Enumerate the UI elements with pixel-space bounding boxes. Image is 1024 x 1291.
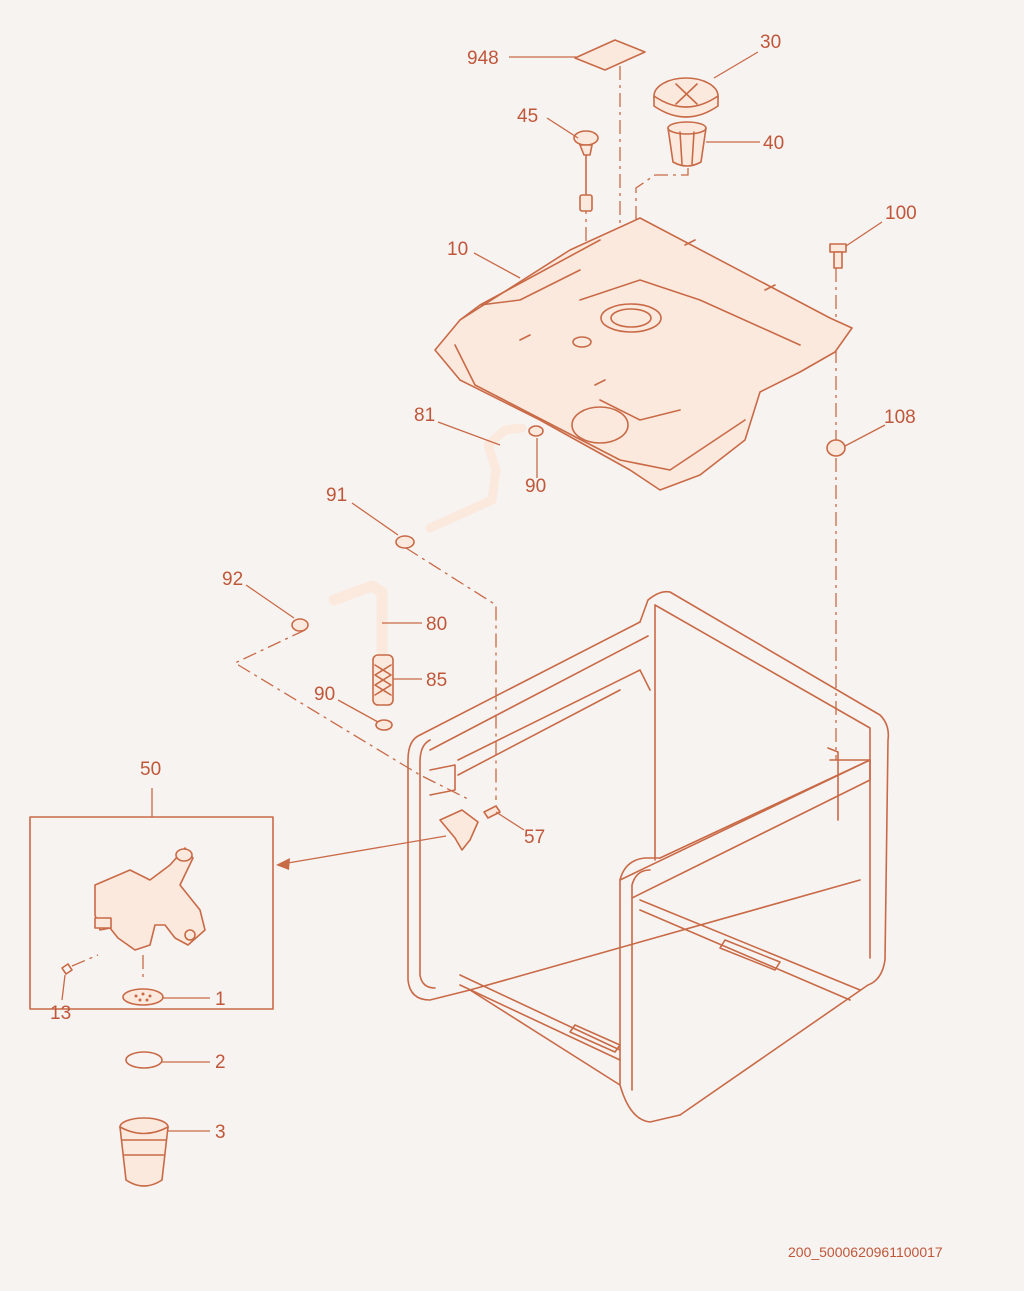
callout-85: 85 [426, 670, 447, 691]
fuel-valve-inset [29, 816, 447, 1010]
callout-57: 57 [524, 827, 545, 848]
callout-2: 2 [215, 1052, 226, 1073]
callout-81: 81 [414, 405, 435, 426]
bolt-100 [829, 243, 847, 269]
fuel-strainer-40 [667, 121, 707, 167]
callout-948: 948 [467, 48, 499, 69]
callout-90-lower: 90 [314, 684, 335, 705]
callout-10: 10 [447, 239, 468, 260]
hose-81 [425, 423, 527, 533]
callout-108: 108 [884, 407, 916, 428]
callout-1: 1 [215, 989, 226, 1010]
fuel-tank [434, 217, 853, 491]
callout-92: 92 [222, 569, 243, 590]
callout-30: 30 [760, 32, 781, 53]
hose-80 [328, 580, 388, 656]
o-ring-2 [125, 1051, 163, 1069]
rubber-mount-108 [826, 439, 846, 457]
frame [407, 590, 890, 1123]
fuel-valve-small [439, 809, 479, 851]
screw-57 [483, 805, 501, 819]
hose-sleeve-85 [372, 654, 394, 706]
callout-labels: 948 30 45 40 100 10 108 81 90 91 92 80 8… [50, 32, 917, 1143]
callout-40: 40 [763, 133, 784, 154]
callout-91: 91 [326, 485, 347, 506]
drawing-code: 200_5000620961100017 [788, 1244, 943, 1260]
callout-3: 3 [215, 1122, 226, 1143]
leader-lines [61, 51, 886, 1132]
callout-100: 100 [885, 203, 917, 224]
callout-90-upper: 90 [525, 476, 546, 497]
fuel-gauge-45 [573, 130, 599, 212]
callout-80: 80 [426, 614, 447, 635]
sediment-cup-3 [119, 1117, 169, 1187]
label-plate-948 [574, 39, 646, 71]
callout-45: 45 [517, 106, 538, 127]
callout-13: 13 [50, 1003, 71, 1024]
callout-50: 50 [140, 759, 161, 780]
hose-clamps [291, 425, 544, 731]
fuel-cap-30 [653, 77, 719, 118]
assembly-lines [233, 66, 837, 801]
